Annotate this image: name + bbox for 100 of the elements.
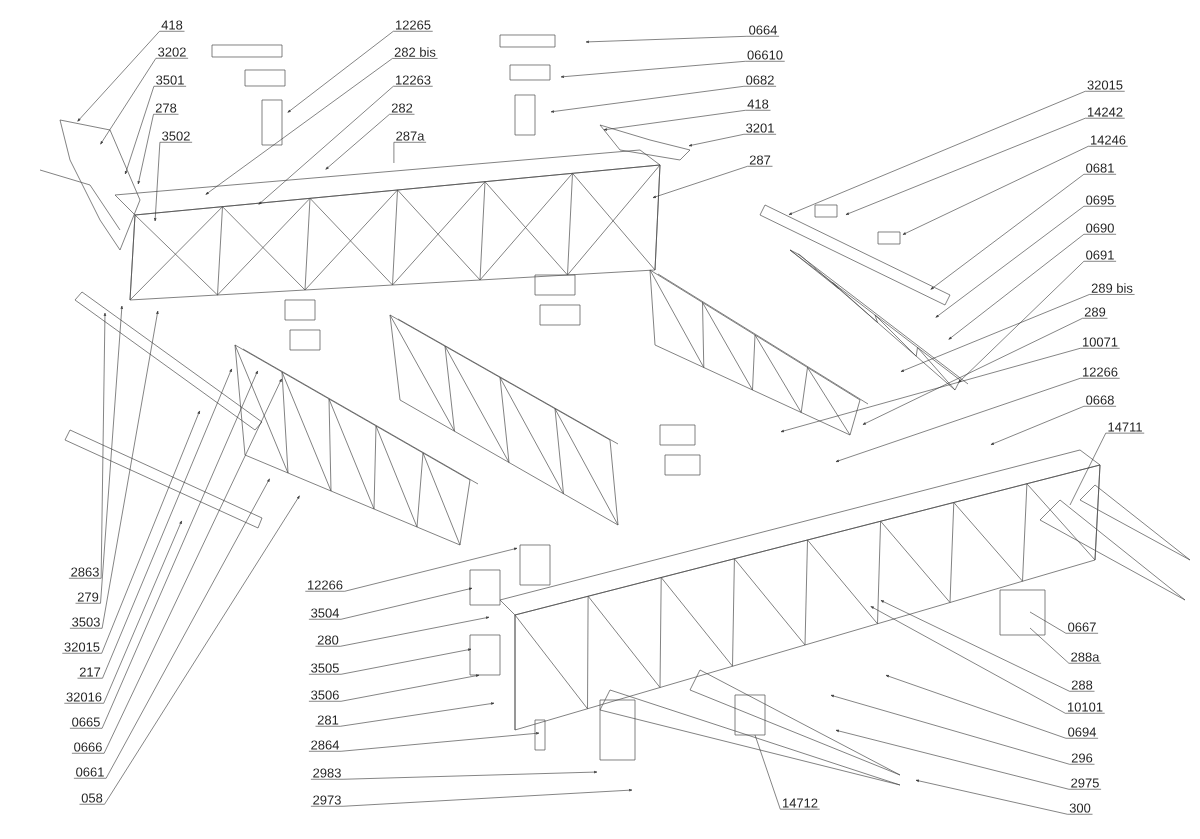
leader-line — [308, 587, 473, 620]
leader-line — [830, 694, 1095, 765]
callout-number: 280 — [317, 635, 339, 645]
callout-number: 287 — [749, 155, 771, 165]
callout-number: 2864 — [311, 740, 340, 750]
leader-line — [69, 310, 159, 629]
leader-line — [585, 36, 780, 43]
callout-number: 32015 — [64, 642, 100, 652]
leader-line — [62, 410, 200, 654]
leader-line — [560, 61, 785, 78]
callout-number: 32015 — [1087, 80, 1123, 90]
callout-number: 289 — [1084, 307, 1106, 317]
callout-number: 32016 — [66, 692, 102, 702]
leader-line — [125, 86, 187, 175]
callout-number: 287a — [396, 131, 425, 141]
callout-number: 217 — [79, 667, 101, 677]
leader-line — [308, 732, 540, 752]
leader-line — [100, 58, 189, 145]
callout-number: 288 — [1071, 680, 1093, 690]
callout-number: 0664 — [749, 25, 778, 35]
leader-line — [69, 370, 258, 729]
leader-line — [287, 31, 433, 113]
leader-line — [845, 117, 1125, 215]
callout-number: 2975 — [1071, 778, 1099, 788]
leader-line — [308, 648, 472, 675]
callout-number: 279 — [77, 592, 99, 602]
leader-line — [915, 779, 1093, 815]
callout-number: 0667 — [1068, 622, 1096, 632]
leader-line — [902, 146, 1128, 235]
leader-line — [930, 174, 1117, 290]
callout-number: 14246 — [1091, 135, 1126, 145]
callout-number: 288a — [1071, 652, 1100, 662]
callout-number: 289 bis — [1091, 283, 1133, 293]
callout-number: 278 — [155, 103, 177, 113]
callout-number: 0682 — [746, 75, 774, 85]
leader-line — [754, 734, 820, 810]
callout-number: 0661 — [76, 767, 104, 777]
callout-number: 3502 — [162, 131, 190, 141]
callout-number: 0695 — [1086, 195, 1114, 205]
leader-line — [71, 378, 282, 754]
callout-number: 0668 — [1086, 395, 1114, 405]
callout-number: 3504 — [311, 608, 340, 618]
leader-line — [652, 166, 773, 198]
callout-number: 12266 — [308, 580, 343, 590]
leader-line — [64, 520, 182, 704]
callout-number: 3506 — [311, 690, 339, 700]
callout-number: 2973 — [313, 795, 341, 805]
callout-number: 3501 — [156, 75, 184, 85]
leader-line — [1029, 627, 1102, 664]
leader-line — [780, 347, 1120, 433]
callout-number: 14242 — [1088, 107, 1123, 117]
leader-line — [1029, 611, 1099, 634]
leader-line — [258, 86, 433, 205]
leader-line — [77, 368, 232, 679]
leader-line — [948, 234, 1117, 340]
leader-line — [688, 134, 777, 147]
callout-number: 296 — [1071, 753, 1093, 763]
callout-number: 282 bis — [394, 47, 436, 57]
callout-number: 0665 — [72, 717, 100, 727]
leader-line — [835, 377, 1120, 462]
leader-line — [550, 86, 777, 113]
callout-number: 14711 — [1108, 422, 1142, 432]
leader-line — [935, 206, 1117, 318]
callout-number: 418 — [161, 20, 183, 30]
callout-number: 3201 — [746, 123, 774, 133]
leader-line — [315, 702, 495, 727]
leader-line — [75, 305, 123, 604]
leader-line — [310, 770, 598, 780]
leader-line — [885, 675, 1099, 739]
callout-number: 3503 — [72, 617, 100, 627]
leader-line — [77, 31, 185, 122]
callout-number: 2863 — [71, 567, 99, 577]
callout-number: 0681 — [1086, 163, 1114, 173]
callout-number: 418 — [747, 99, 769, 109]
callout-number: 14712 — [783, 798, 818, 808]
leader-line — [603, 110, 771, 131]
callout-number: 282 — [391, 103, 413, 113]
callout-number: 2983 — [313, 768, 341, 778]
leader-line — [73, 478, 270, 779]
leader-line — [870, 606, 1105, 714]
callout-number: 12265 — [396, 20, 431, 30]
leader-line — [880, 600, 1095, 692]
callout-number: 0694 — [1068, 727, 1097, 737]
callout-number: 12263 — [396, 75, 431, 85]
callout-number: 10071 — [1083, 337, 1118, 347]
callout-number: 3202 — [158, 47, 186, 57]
leader-line — [79, 495, 300, 805]
callout-number: 300 — [1069, 803, 1091, 813]
leader-line — [137, 114, 179, 185]
callout-number: 0666 — [74, 742, 102, 752]
leader-line — [315, 616, 490, 647]
leader-line — [1069, 432, 1145, 506]
leader-line — [310, 789, 633, 807]
callout-number: 058 — [81, 793, 103, 803]
leader-line — [958, 260, 1117, 383]
leader-line — [325, 114, 415, 170]
leader-line — [835, 729, 1102, 790]
leader-line — [154, 142, 193, 222]
leader-line — [393, 142, 427, 164]
callout-number: 0690 — [1086, 223, 1114, 233]
